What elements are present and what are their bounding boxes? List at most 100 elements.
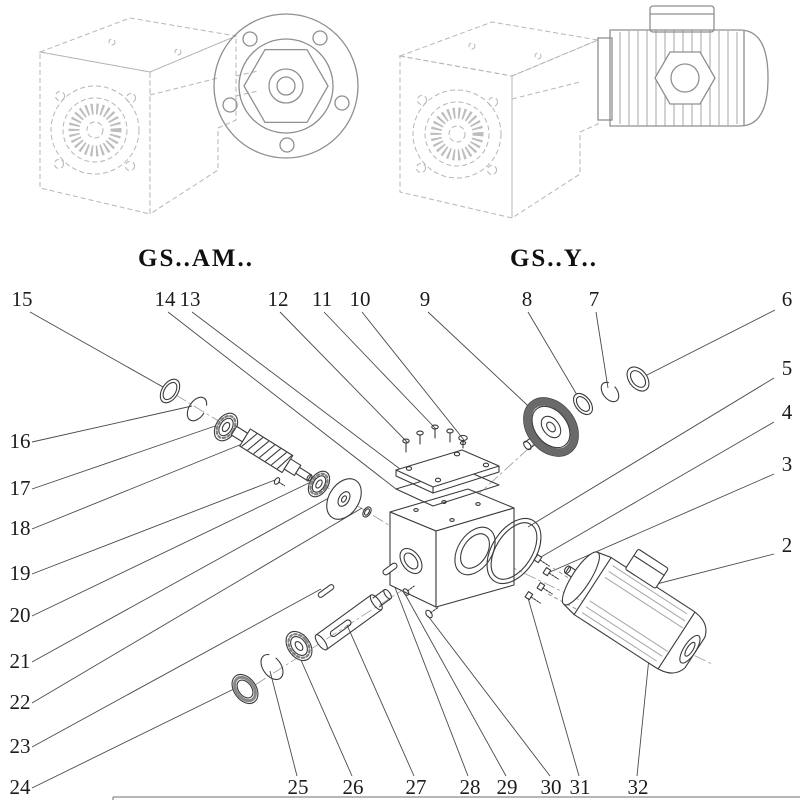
gs-y-motor [597,5,769,127]
leader-22 [31,507,363,704]
leader-21 [31,493,337,663]
leader-32 [636,647,651,777]
callout-29: 29 [497,775,518,799]
housing-output-bore [399,547,423,575]
part-housing [389,488,515,608]
part-20-bearing [307,470,331,498]
callout-20: 20 [10,603,31,627]
leader-20 [31,480,314,617]
part-15-oil-seal [159,378,181,404]
callout-26: 26 [343,775,364,799]
leader-lines [29,309,776,789]
part-13-cover-plate [395,449,500,494]
part-19-set-screw [273,477,286,487]
leader-8 [527,311,581,401]
callout-13: 13 [180,287,201,311]
leader-3 [549,473,775,573]
leader-11 [323,311,437,430]
part-23-dowel-pin [317,584,335,598]
housing-main-bore [454,526,496,576]
part-4-3-31-flange-bolts [524,554,559,604]
leader-17 [31,423,222,490]
leader-10 [361,311,465,441]
callout-12: 12 [268,287,289,311]
callout-23: 23 [10,734,31,758]
callout-22: 22 [10,690,31,714]
leader-18 [31,441,248,530]
gs-am-assembly-drawing: GS..AM.. [38,13,359,272]
callout-11: 11 [312,287,332,311]
callout-21: 21 [10,649,31,673]
model-label-gs-y: GS..Y.. [510,245,598,272]
callout-31: 31 [570,775,591,799]
part-24-washer [231,673,259,705]
leader-9 [427,311,542,419]
leader-30 [427,615,551,777]
part-8-washer [572,392,594,416]
leader-6 [644,309,776,377]
leader-13 [191,311,405,473]
leader-14 [167,311,397,490]
part-21-shim-disc [326,478,362,520]
leader-7 [595,311,609,389]
gs-y-motor-outline [597,5,769,127]
callout-18: 18 [10,516,31,540]
callout-25: 25 [288,775,309,799]
callout-7: 7 [589,287,600,311]
leader-23 [31,588,322,748]
callout-6: 6 [782,287,793,311]
gs-am-output-flange [213,13,359,159]
callout-15: 15 [12,287,33,311]
callout-30: 30 [541,775,562,799]
callout-9: 9 [420,287,431,311]
part-16-snap-ring [186,396,208,422]
gs-y-housing-outline [398,21,600,219]
leader-12 [279,311,409,444]
callout-19: 19 [10,561,31,585]
callout-4: 4 [782,400,793,424]
leader-31 [527,597,580,777]
callout-5: 5 [782,356,793,380]
part-9-worm-gear [523,397,579,457]
leader-4 [540,421,775,558]
leader-5 [527,377,775,528]
gs-y-spline-bore [430,107,484,161]
callout-2: 2 [782,533,793,557]
callout-16: 16 [10,429,31,453]
callout-3: 3 [782,452,793,476]
model-label-gs-am: GS..AM.. [138,245,254,272]
part-22-o-ring [362,506,372,518]
part-27-output-shaft [314,588,392,651]
leader-29 [404,593,507,777]
callout-17: 17 [10,476,31,500]
leader-27 [346,624,415,777]
callout-8: 8 [522,287,533,311]
gs-y-assembly-drawing: GS..Y.. [398,5,769,272]
leader-15 [29,311,164,388]
gs-am-spline-bore [68,103,122,157]
callout-24: 24 [10,775,32,799]
callout-32: 32 [628,775,649,799]
leader-19 [31,479,276,575]
part-26-bearing [285,630,313,662]
gs-am-housing-outline [38,17,259,215]
callout-28: 28 [460,775,481,799]
part-30-screw [425,606,440,619]
leader-26 [296,650,353,777]
exploded-view: 15 14 13 12 11 10 9 8 7 6 5 4 3 2 16 17 … [10,287,793,799]
leader-24 [31,685,241,789]
part-25-snap-ring [260,653,284,681]
part-12-11-cover-screws [402,424,454,453]
callout-27: 27 [406,775,427,799]
part-5-flange-gasket [486,517,542,585]
callout-10: 10 [350,287,371,311]
leader-28 [388,571,469,777]
leader-25 [269,670,298,777]
callout-numbers: 15 14 13 12 11 10 9 8 7 6 5 4 3 2 16 17 … [10,287,793,799]
part-10-breather-plug [458,434,468,449]
part-28-shaft-key [382,562,398,576]
callout-14: 14 [155,287,177,311]
part-32-motor [561,549,707,674]
